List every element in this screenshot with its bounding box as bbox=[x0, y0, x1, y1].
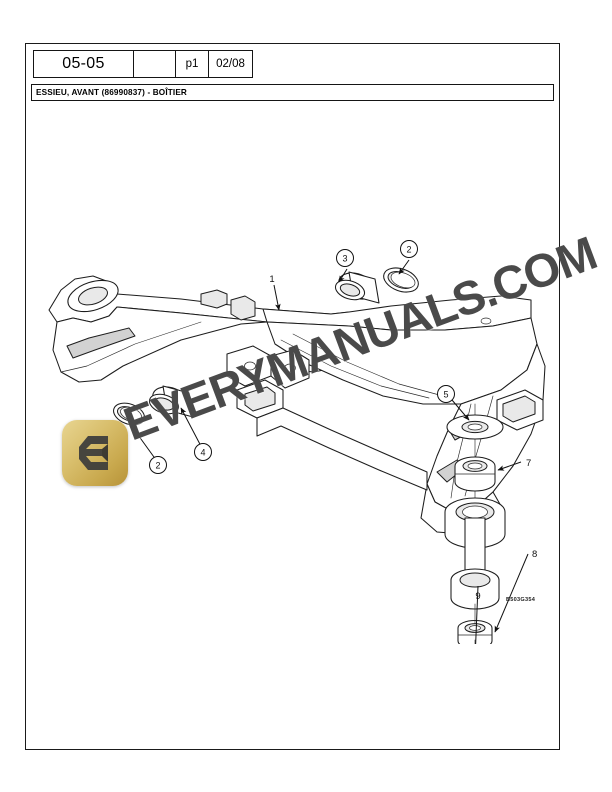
section-title-bar: ESSIEU, AVANT (86990837) - BOÎTIER bbox=[31, 84, 554, 101]
leader-2 bbox=[398, 259, 410, 275]
callout-9-label: 9 bbox=[475, 591, 480, 602]
callout-3-label: 3 bbox=[342, 254, 347, 264]
part-2b-seal-ring bbox=[113, 402, 145, 426]
exploded-parts-diagram: .ln { fill:none; stroke:#1d1d1d; stroke-… bbox=[31, 104, 554, 644]
leader-7 bbox=[497, 461, 522, 471]
axle-housing-body bbox=[48, 275, 546, 535]
callout-2-label: 2 bbox=[406, 245, 411, 255]
part-5-thrust-washer bbox=[446, 414, 504, 440]
header-table: 05-05 p1 02/08 bbox=[33, 50, 253, 78]
callout-4-label: 4 bbox=[200, 448, 205, 458]
header-cell-page: p1 bbox=[176, 51, 209, 77]
callout-1-label: 1 bbox=[269, 274, 274, 285]
callout-plain-numbers: 1 7 8 9 bbox=[269, 274, 537, 602]
callout-8-label: 8 bbox=[532, 549, 537, 560]
part-8-bearing bbox=[457, 619, 493, 644]
part-4-bushing bbox=[148, 385, 194, 418]
leader-5 bbox=[451, 399, 470, 421]
drawing-reference-code: B503G354 bbox=[506, 597, 536, 603]
leader-3 bbox=[338, 268, 348, 283]
header-cell-date: 02/08 bbox=[216, 58, 245, 70]
part-2-seal-ring bbox=[383, 267, 419, 293]
callout-2: 2 bbox=[400, 240, 418, 258]
part-7-bearing bbox=[454, 456, 496, 492]
callout-2b: 2 bbox=[149, 456, 167, 474]
leader-9 bbox=[475, 585, 479, 644]
callout-5-label: 5 bbox=[443, 390, 448, 400]
header-cell-section: 05-05 bbox=[34, 51, 134, 77]
callout-2b-label: 2 bbox=[155, 461, 160, 471]
kingpin-stack bbox=[444, 403, 506, 644]
leader-4 bbox=[180, 407, 204, 451]
part-3-bushing bbox=[334, 271, 380, 304]
leader-8 bbox=[494, 553, 529, 633]
header-cell-blank bbox=[134, 51, 176, 77]
callout-3: 3 bbox=[336, 249, 354, 267]
callout-4: 4 bbox=[194, 443, 212, 461]
leader-1 bbox=[273, 284, 281, 311]
callout-5: 5 bbox=[437, 385, 455, 403]
callout-bubbles: 3 2 4 2 5 bbox=[149, 240, 455, 474]
callout-7-label: 7 bbox=[526, 458, 531, 469]
section-title-text: ESSIEU, AVANT (86990837) - BOÎTIER bbox=[36, 88, 187, 97]
